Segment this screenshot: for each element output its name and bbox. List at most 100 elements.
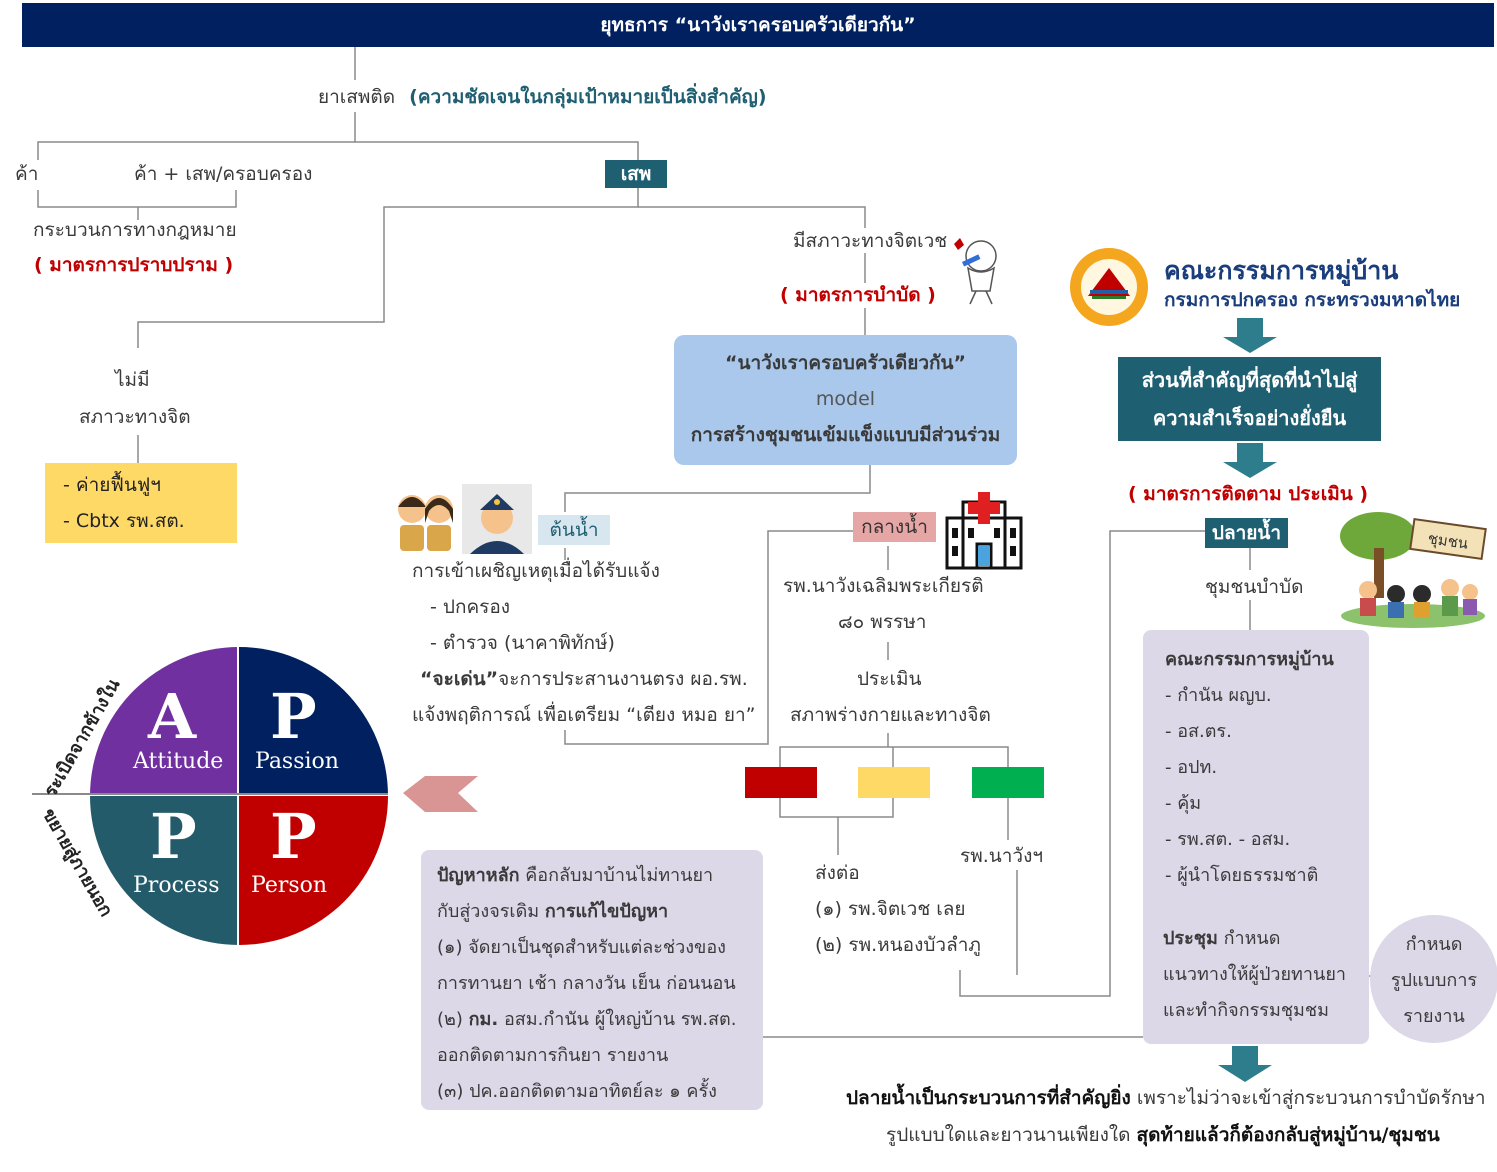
- problem-line5-pre: (๒): [437, 1009, 469, 1030]
- midstream-hospital-line1: รพ.นาวังเฉลิมพระเกียรติ: [783, 575, 984, 597]
- appp-divider: [32, 793, 388, 795]
- report-format-circle: กำหนด รูปแบบการ รายงาน: [1370, 915, 1497, 1043]
- conclusion-rest1: เพราะไม่ว่าจะเข้าสู่กระบวนการบำบัดรักษา: [1130, 1087, 1486, 1109]
- conclusion-rest2: รูปแบบใดและยาวนานเพียงใด: [886, 1124, 1137, 1146]
- no-mental-line2: สภาวะทางจิต: [79, 406, 191, 428]
- sick-person-icon: [954, 238, 997, 305]
- problem-line1: ปัญหาหลัก คือกลับมาบ้านไม่ทานยา: [437, 858, 713, 894]
- problem-line4: การทานยา เช้า กลางวัน เย็น ก่อนนอน: [437, 973, 736, 994]
- upstream-bold-word: “จะเด่น”: [420, 668, 499, 690]
- rehab-item-camp: - ค่ายฟื้นฟูฯ: [63, 474, 161, 496]
- triage-green-bar: [972, 767, 1044, 798]
- followup-label: ( มาตรการติดตาม ประเมิน ): [1128, 483, 1369, 505]
- appp-word-person: Person: [251, 873, 328, 898]
- report-line3: รายงาน: [1403, 1006, 1465, 1027]
- model-word: model: [815, 388, 876, 410]
- problem-line2: กับสู่วงจรเดิม การแก้ไขปัญหา: [437, 894, 668, 930]
- report-line1: กำหนด: [1405, 934, 1463, 955]
- appp-circle: [90, 647, 388, 945]
- problem-bold1: ปัญหาหลัก: [437, 865, 520, 886]
- model-title: “นาวังเราครอบครัวเดียวกัน”: [724, 352, 967, 374]
- problem-rest1: คือกลับมาบ้านไม่ทานยา: [519, 865, 714, 886]
- appp-quadrant-passion: [239, 647, 388, 794]
- problem-line7: (๓) ปค.ออกติดตามอาทิตย์ละ ๑ ครั้ง: [437, 1081, 717, 1102]
- conclusion-line1: ปลายน้ำเป็นกระบวนการที่สำคัญยิ่ง เพราะไม…: [846, 1087, 1486, 1110]
- report-line2: รูปแบบการ: [1390, 970, 1478, 991]
- village-committee-box: คณะกรรมการหมู่บ้าน - กำนัน ผญบ. - อส.ตร.…: [1143, 630, 1369, 1044]
- branch-trade-use: ค้า + เสพ/ครอบครอง: [134, 163, 313, 185]
- appp-letter-p2: P: [150, 800, 197, 873]
- problem-line6: ออกติดตามการกินยา รายงาน: [437, 1045, 669, 1066]
- upstream-line5: แจ้งพฤติการณ์ เพื่อเตรียม “เตียง หมอ ยา”: [412, 704, 756, 726]
- assess-line2: สภาพร่างกายและทางจิต: [790, 704, 991, 726]
- meeting-rest: กำหนด: [1217, 928, 1281, 949]
- meeting-line2: แนวทางให้ผู้ป่วยทานยา: [1163, 964, 1346, 985]
- legal-process-label: กระบวนการทางกฎหมาย: [33, 219, 237, 241]
- problem-line5-bold: กม.: [468, 1009, 499, 1030]
- appp-letter-p3: P: [270, 800, 317, 873]
- appp-word-process: Process: [133, 873, 220, 898]
- problem-line5: (๒) กม. อสม.กำนัน ผู้ใหญ่บ้าน รพ.สต.: [437, 1002, 736, 1038]
- meeting-line3: และทำกิจกรรมชุมชม: [1163, 1000, 1329, 1021]
- root-note: (ความชัดเจนในกลุ่มเป้าหมายเป็นสิ่งสำคัญ): [409, 86, 767, 108]
- appp-letter-a: A: [148, 680, 197, 753]
- no-mental-line1: ไม่มี: [115, 369, 150, 391]
- appp-quadrant-process: [90, 796, 237, 945]
- triage-red-bar: [745, 767, 817, 798]
- midstream-tag: กลางน้ำ: [853, 512, 936, 542]
- community-gathering-icon: ชุมชน: [1340, 512, 1487, 628]
- committee-item-1: - กำนัน ผญบ.: [1165, 685, 1272, 706]
- officials-icon: [398, 495, 453, 551]
- suppression-label: ( มาตรการปราบปราม ): [34, 254, 234, 276]
- appp-quadrant-attitude: [90, 647, 237, 794]
- problem-line5-rest: อสม.กำนัน ผู้ใหญ่บ้าน รพ.สต.: [498, 1009, 737, 1030]
- local-hospital-label: รพ.นาวังฯ: [960, 845, 1044, 867]
- key-box-line2: ความสำเร็จอย่างยั่งยืน: [1152, 406, 1347, 430]
- left-chevron-arrow: [403, 776, 478, 812]
- appp-letter-p1: P: [270, 680, 317, 753]
- upstream-line1: การเข้าเผชิญเหตุเมื่อได้รับแจ้ง: [412, 560, 660, 582]
- upstream-line4-rest: จะการประสานงานตรง ผอ.รพ.: [498, 668, 748, 690]
- branch-trade: ค้า: [15, 163, 39, 185]
- key-box-line1: ส่วนที่สำคัญที่สุดที่นำไปสู่: [1141, 368, 1358, 392]
- problem-bold2: การแก้ไขปัญหา: [544, 901, 669, 922]
- rehab-item-cbtx: - Cbtx รพ.สต.: [63, 510, 185, 532]
- conclusion-bold2: สุดท้ายแล้วก็ต้องกลับสู่หมู่บ้าน/ชุมชน: [1136, 1124, 1440, 1146]
- model-subtitle: การสร้างชุมชนเข้มแข็งแบบมีส่วนร่วม: [690, 424, 1001, 446]
- appp-word-passion: Passion: [255, 749, 339, 774]
- committee-item-3: - อปท.: [1165, 757, 1218, 778]
- committee-item-2: - อส.ตร.: [1165, 721, 1232, 742]
- appp-word-attitude: Attitude: [133, 749, 224, 774]
- committee-item-4: - คุ้ม: [1165, 793, 1202, 814]
- village-committee-head: คณะกรรมการหมู่บ้าน: [1165, 649, 1334, 670]
- treatment-label: ( มาตรการบำบัด ): [780, 284, 936, 306]
- conclusion-bold1: ปลายน้ำเป็นกระบวนการที่สำคัญยิ่ง: [846, 1087, 1131, 1109]
- refer-label: ส่งต่อ: [815, 862, 860, 884]
- problem-line2-rest: กับสู่วงจรเดิม: [437, 901, 545, 922]
- root-label: ยาเสพติด (ความชัดเจนในกลุ่มเป้าหมายเป็นส…: [318, 86, 767, 109]
- problem-line3: (๑) จัดยาเป็นชุดสำหรับแต่ละช่วงของ: [437, 937, 726, 958]
- triage-yellow-bar: [858, 767, 930, 798]
- model-box: “นาวังเราครอบครัวเดียวกัน” model การสร้า…: [674, 335, 1017, 465]
- rehab-box: - ค่ายฟื้นฟูฯ - Cbtx รพ.สต.: [45, 463, 237, 543]
- upstream-line2: - ปกครอง: [430, 596, 511, 618]
- upstream-line4: “จะเด่น”จะการประสานงานตรง ผอ.รพ.: [420, 668, 748, 691]
- meeting-line1: ประชุม กำหนด: [1163, 921, 1280, 957]
- key-success-box: ส่วนที่สำคัญที่สุดที่นำไปสู่ ความสำเร็จอ…: [1118, 357, 1381, 441]
- upstream-line3: - ตำรวจ (นาคาพิทักษ์): [430, 632, 615, 654]
- committee-seal-icon: [1070, 248, 1148, 326]
- root-label-text: ยาเสพติด: [318, 86, 396, 108]
- page-title: ยุทธการ “นาวังเราครอบครัวเดียวกัน”: [22, 3, 1494, 47]
- downstream-tag: ปลายน้ำ: [1205, 518, 1288, 548]
- committee-item-5: - รพ.สต. - อสม.: [1165, 829, 1291, 850]
- committee-title: คณะกรรมการหมู่บ้าน: [1164, 256, 1399, 285]
- upstream-tag: ต้นน้ำ: [538, 515, 610, 545]
- midstream-hospital-line2: ๘๐ พรรษา: [838, 611, 927, 633]
- meeting-bold: ประชุม: [1163, 928, 1218, 949]
- refer-item-1: (๑) รพ.จิตเวช เลย: [815, 898, 966, 920]
- refer-item-2: (๒) รพ.หนองบัวลำภู: [815, 934, 981, 956]
- assess-line1: ประเมิน: [857, 668, 922, 690]
- branch-use-tag: เสพ: [605, 160, 667, 188]
- police-officer-icon: [462, 484, 532, 554]
